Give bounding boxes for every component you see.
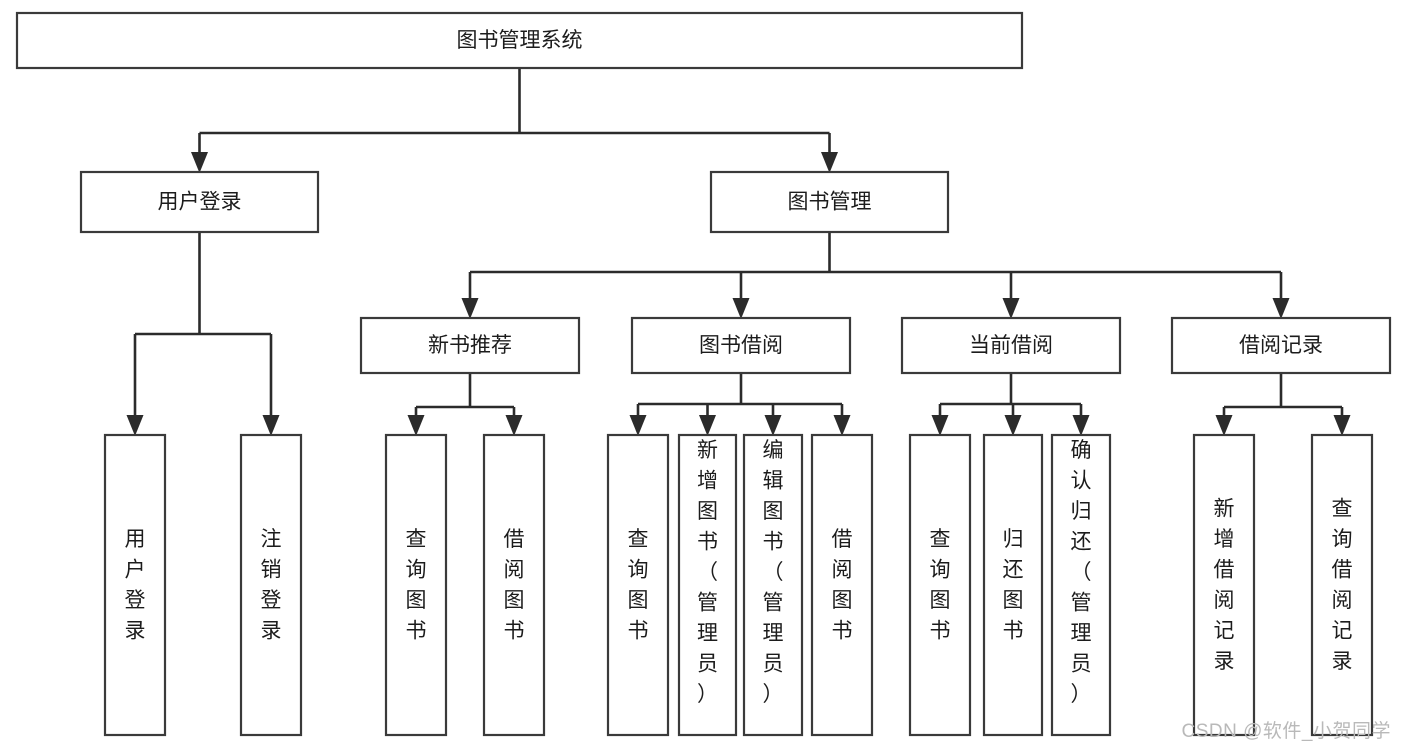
node-label-leaf-query-book-3: 查询图书: [930, 528, 951, 643]
node-box-leaf-add-record: [1192, 433, 1256, 737]
node-leaf-edit-book[interactable]: 编辑图书（管理员）: [742, 433, 804, 737]
node-label-leaf-query-book-2: 查询图书: [628, 528, 649, 643]
node-label-borrow-record: 借阅记录: [1239, 334, 1323, 357]
node-box-leaf-edit-book: [742, 433, 804, 737]
node-label-leaf-edit-book: 编辑图书（管理员）: [763, 439, 784, 706]
arrow-head-leaf-query-book-2: [629, 415, 647, 436]
node-label-root: 图书管理系统: [457, 29, 583, 52]
arrow-head-leaf-return-book: [1004, 415, 1022, 436]
connector-current-borrow: [931, 373, 1090, 436]
node-box-leaf-borrow-book-1: [482, 433, 546, 737]
arrow-head-leaf-confirm-return: [1072, 415, 1090, 436]
arrow-head-leaf-borrow-book-1: [505, 415, 523, 436]
node-label-leaf-user-login: 用户登录: [125, 528, 146, 643]
node-label-leaf-logout: 注销登录: [261, 528, 282, 643]
arrow-head-leaf-query-record: [1333, 415, 1351, 436]
node-box-leaf-user-login: [103, 433, 167, 737]
node-borrow-record[interactable]: 借阅记录: [1170, 316, 1392, 375]
node-label-book-manage: 图书管理: [788, 191, 872, 214]
node-box-leaf-add-book: [677, 433, 738, 737]
arrow-head-new-book-recommend: [461, 298, 479, 319]
node-leaf-borrow-book-1[interactable]: 借阅图书: [482, 433, 546, 737]
node-leaf-confirm-return[interactable]: 确认归还（管理员）: [1050, 433, 1112, 737]
node-leaf-add-book[interactable]: 新增图书（管理员）: [677, 433, 738, 737]
node-box-leaf-borrow-book-2: [810, 433, 874, 737]
node-user-login[interactable]: 用户登录: [79, 170, 320, 234]
node-box-book-borrow: [630, 316, 852, 375]
node-leaf-query-book-1[interactable]: 查询图书: [384, 433, 448, 737]
node-label-leaf-query-record: 查询借阅记录: [1332, 498, 1353, 674]
node-leaf-return-book[interactable]: 归还图书: [982, 433, 1044, 737]
node-box-leaf-query-book-1: [384, 433, 448, 737]
node-label-leaf-return-book: 归还图书: [1003, 528, 1024, 643]
arrow-head-user-login: [191, 152, 208, 173]
node-box-borrow-record: [1170, 316, 1392, 375]
connector-root: [191, 68, 838, 173]
arrow-head-leaf-query-book-3: [931, 415, 949, 436]
node-leaf-query-book-3[interactable]: 查询图书: [908, 433, 972, 737]
node-leaf-borrow-book-2[interactable]: 借阅图书: [810, 433, 874, 737]
arrow-head-borrow-record: [1272, 298, 1290, 319]
node-label-leaf-confirm-return: 确认归还（管理员）: [1071, 439, 1092, 706]
arrow-head-current-borrow: [1002, 298, 1020, 319]
node-book-borrow[interactable]: 图书借阅: [630, 316, 852, 375]
node-box-new-book-recommend: [359, 316, 581, 375]
connector-layer: [126, 68, 1351, 436]
connector-borrow-record: [1215, 373, 1351, 436]
connector-book-manage: [461, 232, 1290, 319]
csdn-watermark: CSDN @软件_小贺同学: [1181, 721, 1391, 742]
node-box-book-manage: [709, 170, 950, 234]
node-label-leaf-borrow-book-2: 借阅图书: [832, 528, 853, 643]
node-box-leaf-query-record: [1310, 433, 1374, 737]
node-box-leaf-query-book-3: [908, 433, 972, 737]
node-label-current-borrow: 当前借阅: [969, 334, 1053, 357]
node-box-leaf-logout: [239, 433, 303, 737]
arrow-head-leaf-borrow-book-2: [833, 415, 851, 436]
node-box-leaf-query-book-2: [606, 433, 670, 737]
node-label-book-borrow: 图书借阅: [699, 334, 783, 357]
arrow-head-book-manage: [821, 152, 838, 173]
node-leaf-user-login[interactable]: 用户登录: [103, 433, 167, 737]
node-label-leaf-query-book-1: 查询图书: [406, 528, 427, 643]
node-label-new-book-recommend: 新书推荐: [428, 334, 512, 357]
connector-new-book-recommend: [407, 373, 523, 436]
arrow-head-leaf-edit-book: [764, 415, 782, 436]
node-leaf-query-book-2[interactable]: 查询图书: [606, 433, 670, 737]
node-box-current-borrow: [900, 316, 1122, 375]
arrow-head-leaf-query-book-1: [407, 415, 425, 436]
arrow-head-leaf-add-book: [699, 415, 716, 436]
node-box-user-login: [79, 170, 320, 234]
arrow-head-leaf-user-login: [126, 415, 144, 436]
node-label-leaf-add-book: 新增图书（管理员）: [697, 439, 718, 706]
node-leaf-query-record[interactable]: 查询借阅记录: [1310, 433, 1374, 737]
node-box-leaf-confirm-return: [1050, 433, 1112, 737]
node-leaf-logout[interactable]: 注销登录: [239, 433, 303, 737]
arrow-head-leaf-logout: [262, 415, 280, 436]
node-current-borrow[interactable]: 当前借阅: [900, 316, 1122, 375]
node-label-user-login: 用户登录: [158, 191, 242, 214]
arrow-head-leaf-add-record: [1215, 415, 1233, 436]
node-layer: 图书管理系统用户登录图书管理新书推荐图书借阅当前借阅借阅记录用户登录注销登录查询…: [15, 11, 1392, 737]
node-root[interactable]: 图书管理系统: [15, 11, 1024, 70]
node-label-leaf-add-record: 新增借阅记录: [1214, 498, 1235, 674]
node-box-root: [15, 11, 1024, 70]
arrow-head-book-borrow: [732, 298, 750, 319]
node-leaf-add-record[interactable]: 新增借阅记录: [1192, 433, 1256, 737]
connector-user-login: [126, 232, 280, 436]
node-label-leaf-borrow-book-1: 借阅图书: [504, 528, 525, 643]
node-book-manage[interactable]: 图书管理: [709, 170, 950, 234]
node-box-leaf-return-book: [982, 433, 1044, 737]
connector-book-borrow: [629, 373, 851, 436]
node-new-book-recommend[interactable]: 新书推荐: [359, 316, 581, 375]
